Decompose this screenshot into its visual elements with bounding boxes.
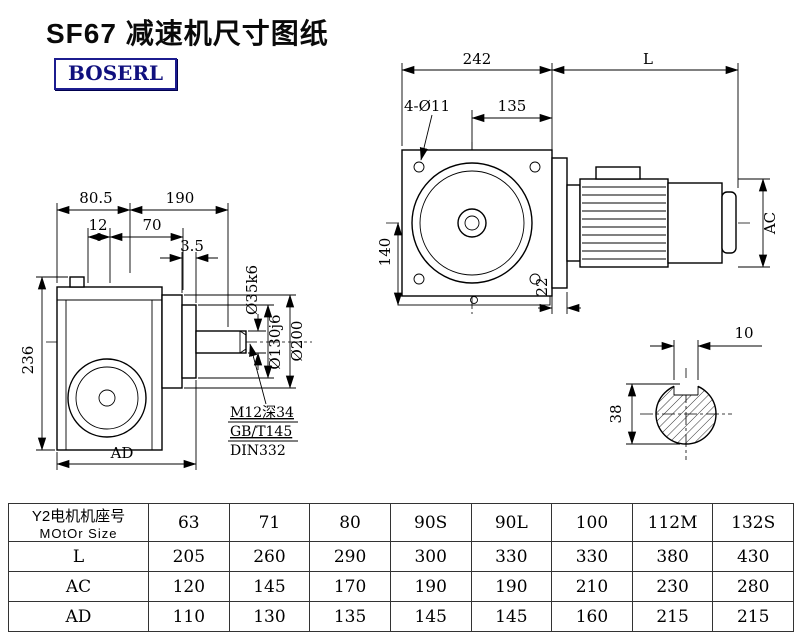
table-row-AC: AC 120 145 170 190 190 210 230 280 xyxy=(8,571,794,602)
table-cell: 170 xyxy=(309,571,391,602)
table-row-AD: AD 110 130 135 145 145 160 215 215 xyxy=(8,601,794,632)
table-cell: 110 xyxy=(148,601,230,632)
table-cell: 145 xyxy=(228,571,311,602)
motor-size-header-cn: Y2电机机座号 xyxy=(31,507,126,525)
dim-AC: AC xyxy=(761,212,779,235)
page-title: SF67 减速机尺寸图纸 xyxy=(46,18,329,49)
dim-135: 135 xyxy=(498,97,527,115)
dim-242: 242 xyxy=(463,50,492,68)
row-label: AC xyxy=(8,571,149,602)
table-cell: 71 xyxy=(228,503,311,542)
table-cell: 300 xyxy=(389,541,472,572)
motor-flange-plate xyxy=(551,157,568,289)
front-view-dimensions: 242 L 135 4-Ø11 140 22 AC xyxy=(376,50,779,314)
table-cell: 145 xyxy=(470,601,553,632)
table-cell: 90L xyxy=(470,503,553,542)
dim-190: 190 xyxy=(166,189,195,207)
table-cell: 135 xyxy=(309,601,391,632)
dim-236: 236 xyxy=(19,346,37,375)
table-cell: 215 xyxy=(712,601,794,632)
table-cell: 80 xyxy=(309,503,391,542)
side-view-dimensions: 80.5 190 12 70 3.5 236 AD Ø35k6 Ø130j6 xyxy=(19,189,306,470)
motor-size-header-en: MOtOr Size xyxy=(39,525,118,541)
bolt-hole xyxy=(529,273,541,285)
gearbox-housing-front xyxy=(401,149,553,297)
motor-size-header-cell: Y2电机机座号 MOtOr Size xyxy=(8,503,149,542)
dim-flange-diameter: Ø200 xyxy=(288,321,306,362)
table-cell: 210 xyxy=(551,571,633,602)
table-cell: 190 xyxy=(470,571,553,602)
table-row-motor-size: Y2电机机座号 MOtOr Size 63 71 80 90S 90L 100 … xyxy=(8,503,794,542)
output-hub xyxy=(181,304,197,379)
dim-hub-diameter: Ø130j6 xyxy=(266,314,284,369)
row-label: L xyxy=(8,541,149,572)
shaft-end-view-drawing xyxy=(640,368,732,460)
dim-bolt-holes: 4-Ø11 xyxy=(404,97,450,115)
flange-inner-circle xyxy=(419,170,525,276)
dim-12: 12 xyxy=(88,216,107,234)
table-cell: 100 xyxy=(551,503,633,542)
dim-80-5: 80.5 xyxy=(79,189,112,207)
dim-AD: AD xyxy=(110,444,134,462)
bolt-hole xyxy=(529,161,541,173)
table-cell: 205 xyxy=(148,541,230,572)
table-cell: 430 xyxy=(712,541,794,572)
table-cell: 63 xyxy=(148,503,230,542)
bolt-hole xyxy=(413,273,425,285)
keyway-slot xyxy=(673,386,699,396)
vent-plug xyxy=(69,276,85,288)
note-standard-gb: GB/T145 xyxy=(230,424,292,440)
table-cell: 260 xyxy=(228,541,311,572)
table-cell: 145 xyxy=(389,601,472,632)
dimension-table: Y2电机机座号 MOtOr Size 63 71 80 90S 90L 100 … xyxy=(8,503,794,632)
dim-22: 22 xyxy=(533,277,551,296)
brand-logo: BOSERL xyxy=(54,58,178,90)
output-flange xyxy=(161,294,183,389)
dim-shaft-diameter: Ø35k6 xyxy=(243,265,261,315)
brand-text: BOSERL xyxy=(68,61,164,85)
table-cell: 330 xyxy=(470,541,553,572)
table-cell: 290 xyxy=(309,541,391,572)
note-tapped-hole: M12深34 xyxy=(230,405,294,421)
output-shaft xyxy=(195,330,247,354)
gearbox-housing-side xyxy=(56,286,163,451)
housing-bore-circle xyxy=(67,358,147,438)
table-cell: 112M xyxy=(631,503,714,542)
dim-3-5: 3.5 xyxy=(180,237,204,255)
table-cell: 280 xyxy=(712,571,794,602)
motor-fan-cover xyxy=(721,191,737,254)
table-cell: 215 xyxy=(631,601,714,632)
note-standard-din: DIN332 xyxy=(230,443,286,459)
dim-70: 70 xyxy=(142,216,161,234)
table-cell: 380 xyxy=(631,541,714,572)
table-row-L: L 205 260 290 300 330 330 380 430 xyxy=(8,541,794,572)
dim-L: L xyxy=(643,50,653,68)
table-cell: 130 xyxy=(228,601,311,632)
table-cell: 90S xyxy=(389,503,472,542)
motor-rear-body xyxy=(667,182,723,264)
row-label: AD xyxy=(8,601,149,632)
table-cell: 230 xyxy=(631,571,714,602)
table-cell: 160 xyxy=(551,601,633,632)
bolt-hole xyxy=(413,161,425,173)
table-cell: 132S xyxy=(712,503,794,542)
shaft-end-dimensions: 10 38 xyxy=(607,324,762,445)
motor-ribbed-body xyxy=(579,178,669,268)
flange-outer-circle xyxy=(411,162,533,284)
motor-fins xyxy=(582,186,666,260)
dim-140: 140 xyxy=(376,238,394,267)
motor-terminal-box xyxy=(595,166,641,180)
table-cell: 120 xyxy=(148,571,230,602)
dim-10: 10 xyxy=(734,324,753,342)
table-cell: 190 xyxy=(389,571,472,602)
motor-adapter xyxy=(566,184,581,262)
front-view-drawing xyxy=(386,142,750,314)
input-bore-circle xyxy=(457,208,487,238)
dim-38: 38 xyxy=(607,404,625,423)
side-view-drawing xyxy=(46,276,312,451)
table-cell: 330 xyxy=(551,541,633,572)
dimension-table-wrapper: Y2电机机座号 MOtOr Size 63 71 80 90S 90L 100 … xyxy=(8,503,794,632)
